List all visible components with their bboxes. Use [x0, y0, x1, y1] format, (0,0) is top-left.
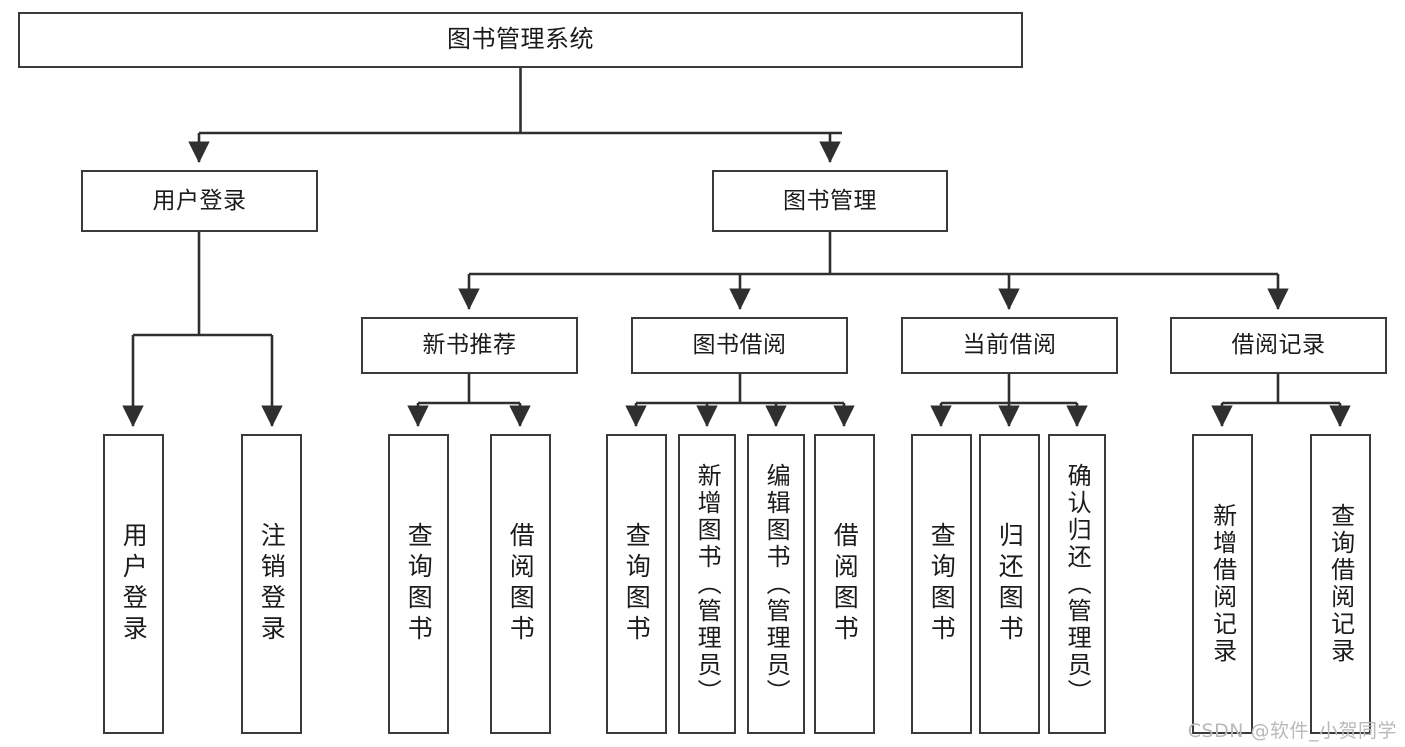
- node-leaf-confirm-return-admin[interactable]: 确认归还（管理员）: [1048, 434, 1106, 734]
- node-leaf-query-book-current[interactable]: 查询图书: [911, 434, 972, 734]
- node-label: 新书推荐: [422, 332, 517, 359]
- node-label: 确认归还（管理员）: [1063, 462, 1092, 706]
- watermark-text: CSDN @软件_小贺同学: [1187, 720, 1397, 742]
- node-new-book-recommend[interactable]: 新书推荐: [361, 317, 578, 374]
- node-label: 归还图书: [995, 522, 1025, 646]
- node-label: 当前借阅: [962, 332, 1057, 359]
- node-leaf-user-login[interactable]: 用户登录: [103, 434, 164, 734]
- node-leaf-add-borrow-record[interactable]: 新增借阅记录: [1192, 434, 1253, 734]
- node-label: 新增借阅记录: [1208, 503, 1237, 665]
- node-label: 图书借阅: [692, 332, 787, 359]
- node-label: 查询图书: [927, 522, 957, 646]
- node-label: 查询图书: [404, 522, 434, 646]
- node-leaf-borrow-book-recommend[interactable]: 借阅图书: [490, 434, 551, 734]
- node-label: 借阅图书: [830, 522, 860, 646]
- node-user-login[interactable]: 用户登录: [81, 170, 318, 232]
- node-label: 图书管理: [783, 187, 877, 214]
- node-label: 借阅记录: [1231, 332, 1326, 359]
- node-leaf-logout[interactable]: 注销登录: [241, 434, 302, 734]
- node-label: 用户登录: [152, 187, 247, 214]
- node-leaf-return-book[interactable]: 归还图书: [979, 434, 1040, 734]
- node-leaf-query-borrow-record[interactable]: 查询借阅记录: [1310, 434, 1371, 734]
- node-root-system[interactable]: 图书管理系统: [18, 12, 1023, 68]
- node-book-borrow[interactable]: 图书借阅: [631, 317, 848, 374]
- node-label: 编辑图书（管理员）: [762, 462, 791, 706]
- node-label: 查询图书: [622, 522, 652, 646]
- node-leaf-edit-book-admin[interactable]: 编辑图书（管理员）: [747, 434, 805, 734]
- node-leaf-query-book-borrow[interactable]: 查询图书: [606, 434, 667, 734]
- node-label: 注销登录: [257, 522, 287, 646]
- node-book-manage[interactable]: 图书管理: [712, 170, 948, 232]
- node-leaf-query-book-recommend[interactable]: 查询图书: [388, 434, 449, 734]
- node-leaf-borrow-book[interactable]: 借阅图书: [814, 434, 875, 734]
- node-label: 借阅图书: [506, 522, 536, 646]
- node-borrow-record[interactable]: 借阅记录: [1170, 317, 1387, 374]
- node-current-borrow[interactable]: 当前借阅: [901, 317, 1118, 374]
- node-label: 用户登录: [119, 522, 149, 646]
- node-label: 查询借阅记录: [1326, 503, 1355, 665]
- node-label: 图书管理系统: [447, 25, 594, 54]
- node-leaf-add-book-admin[interactable]: 新增图书（管理员）: [678, 434, 736, 734]
- node-label: 新增图书（管理员）: [693, 462, 722, 706]
